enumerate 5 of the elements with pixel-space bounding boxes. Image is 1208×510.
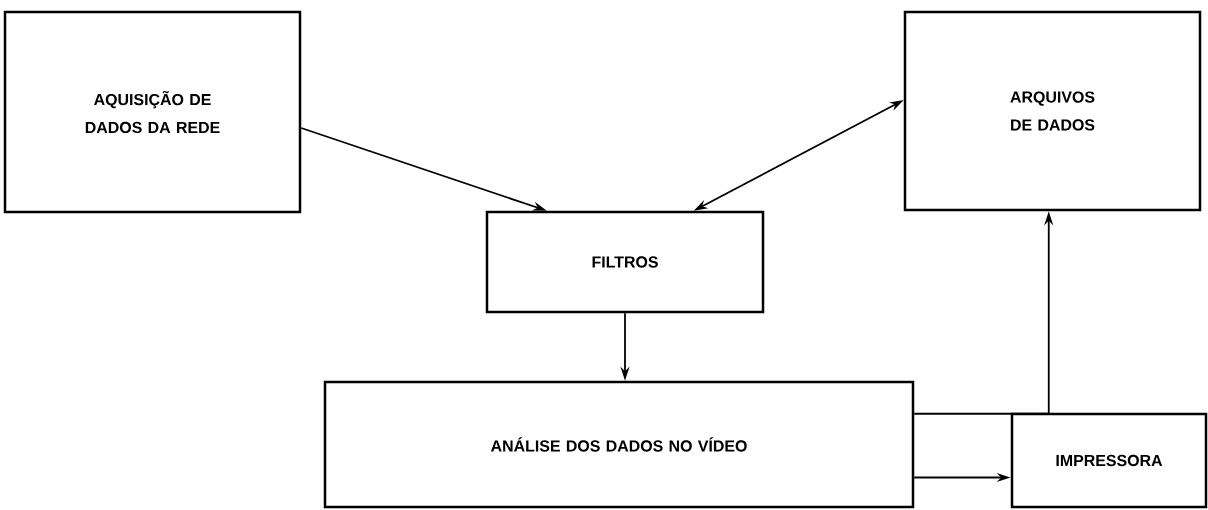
process-box: ARQUIVOS DE DADOS <box>903 10 1202 212</box>
process-box: FILTROS <box>485 210 765 314</box>
process-box: ANÁLISE DOS DADOS NO VÍDEO <box>323 380 915 509</box>
process-box: AQUISIÇÃO DE DADOS DA REDE <box>3 10 302 214</box>
process-box: IMPRESSORA <box>1010 412 1208 509</box>
